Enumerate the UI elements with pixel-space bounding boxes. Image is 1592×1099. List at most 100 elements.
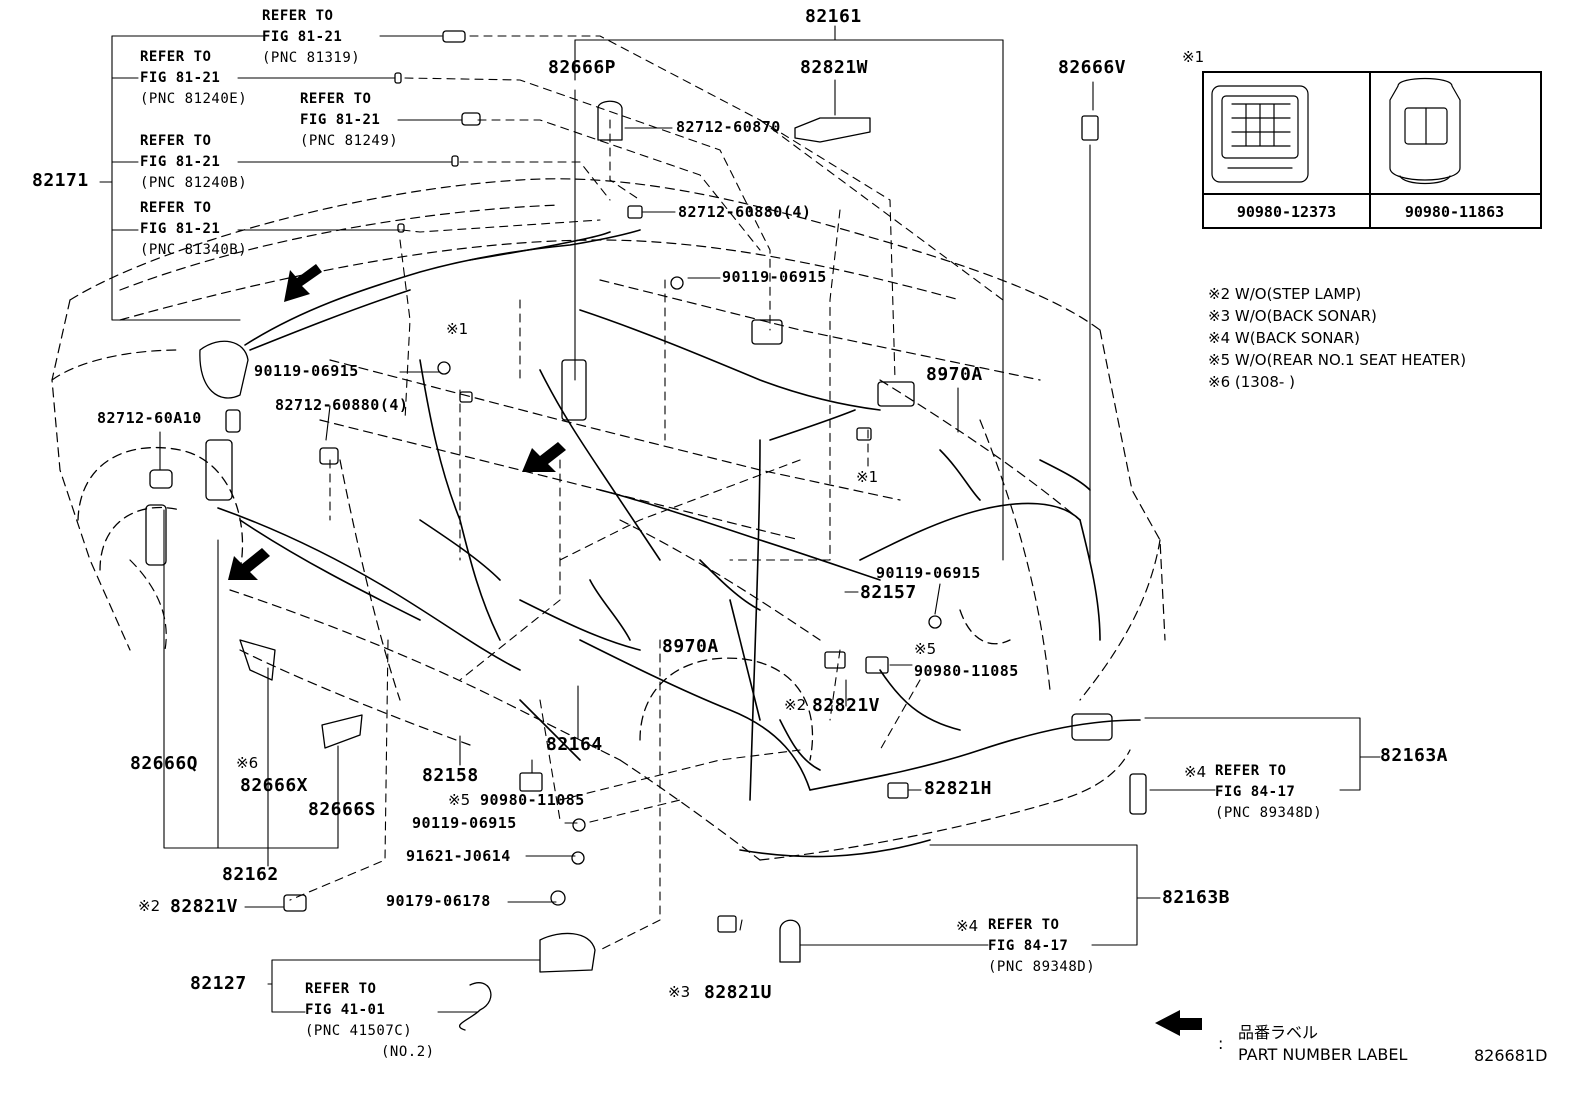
callout-90980-11085-right: 90980-11085	[914, 662, 1019, 680]
note-mark-4a: ※4	[1184, 763, 1207, 781]
connector-icon	[283, 894, 307, 912]
callout-82821w: 82821W	[800, 57, 869, 78]
callout-82163a: 82163A	[1380, 745, 1449, 766]
wire-harness	[217, 229, 1141, 858]
junction-icon	[205, 439, 233, 501]
refer-to-text: REFER TO	[262, 8, 334, 24]
bolt-icon	[571, 851, 585, 865]
refer-block-81319: REFER TO FIG 81-21 (PNC 81319)	[262, 6, 360, 69]
refer-block-81240b: REFER TO FIG 81-21 (PNC 81240B)	[140, 131, 247, 194]
connector-icon	[877, 381, 915, 407]
note-mark-1a: ※1	[446, 320, 469, 338]
refer-pnc-text: (PNC 89348D)	[1215, 805, 1323, 821]
callout-90119-top: 90119-06915	[722, 268, 827, 286]
callout-91621-j0614: 91621-J0614	[406, 847, 511, 865]
callout-82158: 82158	[422, 765, 479, 786]
inset-mark: ※1	[1182, 48, 1205, 66]
pipe-icon	[458, 982, 492, 1031]
connector-12373-icon	[1211, 85, 1309, 183]
callout-82163b: 82163B	[1162, 887, 1231, 908]
clip-icon	[717, 915, 737, 933]
bolt-icon	[437, 361, 451, 375]
callout-90119-right: 90119-06915	[876, 564, 981, 582]
connector-icon	[394, 72, 402, 84]
callout-82164: 82164	[546, 734, 603, 755]
note-mark-2b: ※2	[138, 897, 161, 915]
callout-82666p: 82666P	[548, 57, 617, 78]
connector-11863-icon	[1389, 77, 1461, 181]
callout-82712-60880-top: 82712-60880(4)	[678, 203, 812, 221]
vehicle-body-outline	[51, 178, 1166, 861]
callout-82161: 82161	[805, 6, 862, 27]
note-mark-5b: ※5	[448, 791, 471, 809]
clip-icon	[319, 447, 339, 465]
callout-8970a-right: 8970A	[926, 364, 983, 385]
refer-pnc-text: (PNC 81240E)	[140, 91, 248, 107]
refer-to-text: REFER TO	[140, 200, 212, 216]
refer-fig-text: FIG 81-21	[140, 154, 221, 170]
clip-icon	[824, 651, 846, 669]
clip-icon	[239, 639, 276, 681]
callout-82666x: 82666X	[240, 775, 309, 796]
legend-en: PART NUMBER LABEL	[1238, 1045, 1408, 1064]
inset-part-left: 90980-12373	[1236, 203, 1337, 221]
part-number-arrows	[228, 264, 1202, 1036]
callout-82712-60870: 82712-60870	[676, 118, 781, 136]
inset-cell-right: 90980-11863	[1369, 73, 1540, 227]
callout-90119-bot: 90119-06915	[412, 814, 517, 832]
refer-block-81240e: REFER TO FIG 81-21 (PNC 81240E)	[140, 47, 247, 110]
wheel-arch	[77, 446, 1011, 761]
callout-82171: 82171	[32, 170, 89, 191]
connector-icon	[397, 223, 405, 233]
note-mark-2a: ※2	[784, 696, 807, 714]
callout-82157: 82157	[860, 582, 917, 603]
refer-pnc-text: (PNC 81249)	[300, 133, 399, 149]
connector-icon	[442, 30, 466, 43]
protector-icon	[1129, 773, 1147, 815]
callout-82666v: 82666V	[1058, 57, 1127, 78]
callout-90179-06178: 90179-06178	[386, 892, 491, 910]
clip-icon	[794, 117, 871, 143]
connector-clips	[145, 30, 1147, 1031]
note-line: ※2 W/O(STEP LAMP)	[1208, 285, 1362, 303]
refer-to-text: REFER TO	[1215, 763, 1287, 779]
callout-82666q: 82666Q	[130, 753, 199, 774]
connector-icon	[865, 656, 889, 674]
clip-icon	[627, 205, 643, 219]
callout-82821u: 82821U	[704, 982, 773, 1003]
clip-icon	[149, 469, 173, 489]
note-line: ※3 W/O(BACK SONAR)	[1208, 307, 1377, 325]
leader-lines	[99, 25, 1381, 1013]
refer-pnc-text: (PNC 89348D)	[988, 959, 1096, 975]
callout-82821v-mid: 82821V	[812, 695, 881, 716]
refer-block-81249: REFER TO FIG 81-21 (PNC 81249)	[300, 89, 398, 152]
connector-icon	[751, 319, 783, 345]
nut-icon	[550, 890, 566, 906]
callout-8970a-mid: 8970A	[662, 636, 719, 657]
note-line: ※4 W(BACK SONAR)	[1208, 329, 1361, 347]
refer-block-89348d-a: REFER TO FIG 84-17 (PNC 89348D)	[1215, 761, 1322, 824]
refer-to-text: REFER TO	[988, 917, 1060, 933]
ground-icon	[539, 932, 596, 973]
note-mark-6: ※6	[236, 754, 259, 772]
inset-connectors	[1211, 77, 1461, 185]
refer-fig-text: FIG 81-21	[262, 29, 343, 45]
callout-82666s: 82666S	[308, 799, 377, 820]
refer-to-text: REFER TO	[305, 981, 377, 997]
callout-82821v-bot: 82821V	[170, 896, 239, 917]
callout-90980-11085-bot: 90980-11085	[480, 791, 585, 809]
bracket-icon	[561, 359, 587, 421]
refer-block-89348d-b: REFER TO FIG 84-17 (PNC 89348D)	[988, 915, 1095, 978]
refer-to-text: REFER TO	[300, 91, 372, 107]
arrow-icon	[284, 264, 322, 302]
callout-82712-60a10: 82712-60A10	[97, 409, 202, 427]
clip-icon	[225, 409, 241, 433]
connector-inset-table: 90980-12373 90980-11863	[1202, 71, 1542, 229]
refer-to-text: REFER TO	[140, 49, 212, 65]
legend-colon: :	[1218, 1034, 1224, 1053]
callout-82712-60880-mid: 82712-60880(4)	[275, 396, 409, 414]
refer-pnc-text: (PNC 81319)	[262, 50, 361, 66]
callout-82162: 82162	[222, 864, 279, 885]
legend-text: 品番ラベル PART NUMBER LABEL	[1238, 1022, 1407, 1066]
